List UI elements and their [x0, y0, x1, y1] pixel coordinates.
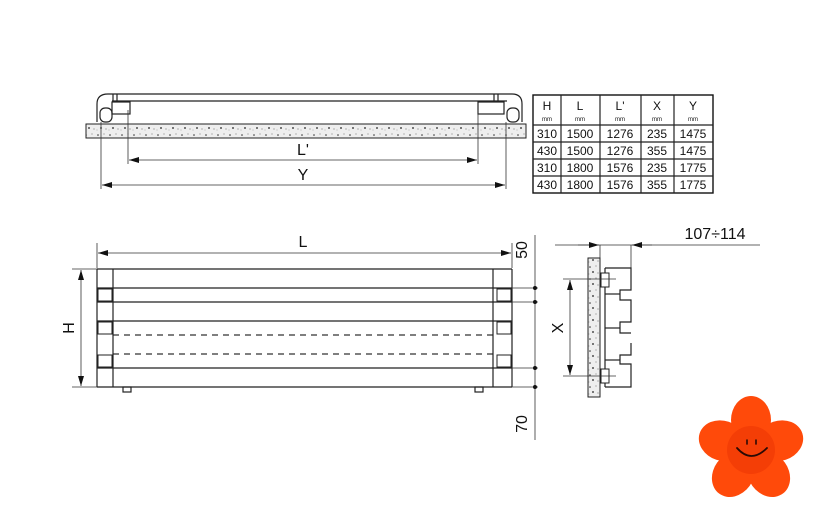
- side-view: 107÷114 X: [550, 226, 760, 398]
- dim-label-h: H: [61, 322, 78, 334]
- svg-text:1775: 1775: [680, 161, 707, 175]
- svg-text:310: 310: [537, 161, 557, 175]
- unit: mm: [542, 117, 552, 123]
- svg-text:235: 235: [647, 127, 667, 141]
- header-x: X: [653, 99, 661, 113]
- header-l: L: [577, 99, 584, 113]
- dim-label-l: L: [299, 234, 308, 251]
- table-row: 430 1800 1576 355 1775: [537, 178, 707, 192]
- wall-section: [85, 123, 527, 139]
- svg-text:355: 355: [647, 178, 667, 192]
- svg-text:1276: 1276: [607, 144, 634, 158]
- dim-label-70: 70: [514, 415, 531, 433]
- svg-text:430: 430: [537, 144, 557, 158]
- dim-label-y: Y: [298, 167, 309, 184]
- top-view: L' Y: [85, 93, 527, 189]
- header-h: H: [543, 99, 552, 113]
- svg-text:1500: 1500: [567, 144, 594, 158]
- table-row: 430 1500 1276 355 1475: [537, 144, 707, 158]
- smiley-flower-logo: [698, 396, 804, 497]
- svg-text:1775: 1775: [680, 178, 707, 192]
- dimensions-table: H mm L mm L' mm X mm Y mm 310 1500 1276 …: [532, 94, 714, 194]
- header-l-prime: L': [616, 99, 625, 113]
- table-header-row: H mm L mm L' mm X mm Y mm: [542, 99, 698, 123]
- unit: mm: [652, 117, 662, 123]
- svg-text:1475: 1475: [680, 127, 707, 141]
- svg-text:310: 310: [537, 127, 557, 141]
- unit: mm: [615, 117, 625, 123]
- svg-text:1276: 1276: [607, 127, 634, 141]
- dim-label-x: X: [550, 322, 567, 333]
- wall-section-side: [587, 257, 601, 398]
- unit: mm: [688, 117, 698, 123]
- front-view: L H 50 70: [61, 234, 538, 440]
- table-row: 310 1800 1576 235 1775: [537, 161, 707, 175]
- svg-text:1800: 1800: [567, 161, 594, 175]
- unit: mm: [575, 117, 585, 123]
- dim-label-depth: 107÷114: [685, 226, 746, 243]
- svg-text:235: 235: [647, 161, 667, 175]
- header-y: Y: [689, 99, 697, 113]
- table-row: 310 1500 1276 235 1475: [537, 127, 707, 141]
- svg-text:355: 355: [647, 144, 667, 158]
- svg-text:1800: 1800: [567, 178, 594, 192]
- bracket-left: [99, 94, 131, 123]
- svg-text:1576: 1576: [607, 161, 634, 175]
- svg-text:430: 430: [537, 178, 557, 192]
- svg-text:1475: 1475: [680, 144, 707, 158]
- radiator-outline-top: [96, 93, 523, 122]
- svg-text:1500: 1500: [567, 127, 594, 141]
- dim-label-l-prime: L': [297, 142, 309, 159]
- svg-text:1576: 1576: [607, 178, 634, 192]
- dim-label-50: 50: [514, 241, 531, 259]
- bracket-right: [477, 94, 520, 123]
